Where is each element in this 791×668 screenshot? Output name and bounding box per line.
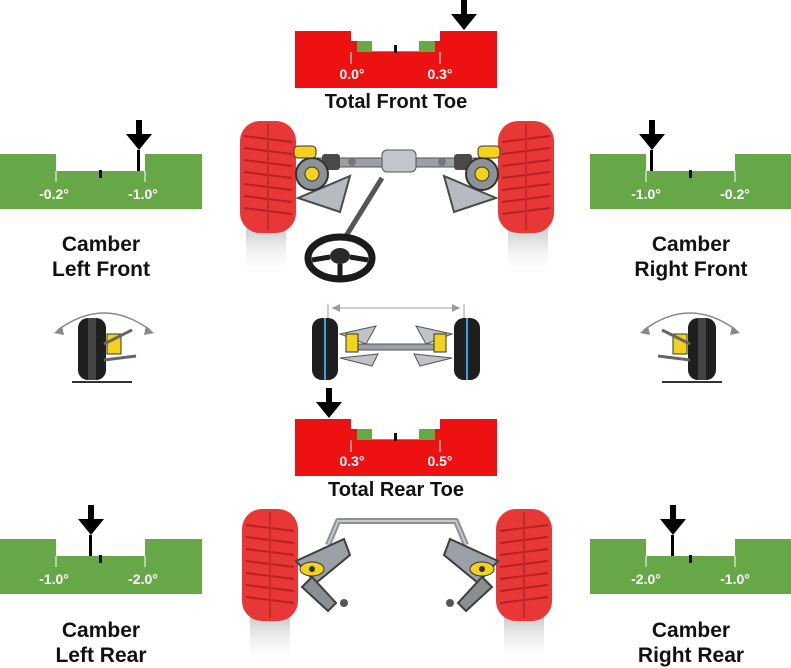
front-right-lower-arm [442,174,499,214]
steering-rack [311,149,485,173]
camber-left-rear-center-tick [99,555,102,563]
camber-right-wheel-icon [640,312,740,383]
camber-left-rear-left-label: -1.0° [39,571,69,587]
camber-right-front-gauge-body [590,154,791,209]
rear-right-control-arm [442,537,500,585]
rear-sway-bar [325,518,469,547]
camber-right-rear-indicator-arrow [660,505,686,556]
front-toe-green-range [357,41,435,52]
front-toe-min-label: 0.0° [339,66,365,82]
camber-right-front-title-line1: Camber [651,233,731,256]
camber-left-rear-gauge [0,505,202,594]
rear-toe-min-label: 0.3° [339,453,365,469]
rear-toe-gauge [295,388,497,476]
camber-left-rear-gauge-body [0,539,202,594]
rear-suspension-illustration [242,509,552,665]
axle-front-view-illustration [312,304,480,380]
camber-right-front-gauge [590,120,791,209]
rear-toe-title: Total Rear Toe [328,479,464,501]
rear-left-control-arm [294,537,352,585]
rear-right-spring [469,561,495,577]
camber-right-rear-center-tick [689,555,692,563]
camber-left-wheel-icon [54,312,154,383]
front-toe-title: Total Front Toe [324,91,468,113]
camber-left-front-left-label: -0.2° [39,186,69,202]
front-suspension-illustration [240,121,554,283]
rear-right-tire [496,509,552,621]
camber-left-front-gauge [0,120,202,209]
front-right-tire [498,121,554,233]
camber-right-rear-title-line1: Camber [651,619,731,642]
front-left-lower-arm [295,174,352,214]
camber-left-front-gauge-body [0,154,202,209]
camber-left-rear-title: Camber Left Rear [1,618,201,668]
front-toe-center-tick [394,45,397,53]
camber-right-rear-gauge-body [590,539,791,594]
camber-left-rear-right-label: -2.0° [128,571,158,587]
rear-toe-center-tick [394,433,397,441]
camber-right-front-left-label: -1.0° [631,186,661,202]
front-right-strut [465,145,501,191]
front-toe-gauge [295,0,497,88]
camber-right-rear-title: Camber Right Rear [591,618,791,668]
camber-left-rear-title-line1: Camber [61,619,141,642]
axle-left-wheel [312,318,338,380]
rear-toe-max-label: 0.5° [427,453,453,469]
camber-right-front-right-label: -0.2° [720,186,750,202]
front-toe-max-label: 0.3° [427,66,453,82]
camber-right-rear-right-label: -1.0° [720,571,750,587]
camber-left-front-right-label: -1.0° [128,186,158,202]
front-toe-gauge-body [295,31,497,88]
camber-left-front-title-line2: Left Front [52,258,150,281]
camber-left-front-indicator-arrow [126,120,152,171]
rear-toe-green-range [357,429,435,440]
camber-right-front-indicator-arrow [639,120,665,171]
axle-right-wheel [454,318,480,380]
rear-toe-gauge-body [295,419,497,476]
front-left-tire [240,121,296,233]
rear-left-spring [299,561,325,577]
camber-left-rear-title-line2: Left Rear [55,644,147,667]
front-left-strut [293,145,329,191]
camber-left-rear-indicator-arrow [78,505,104,556]
camber-left-front-title-line1: Camber [61,233,141,256]
camber-right-rear-title-line2: Right Rear [637,644,745,667]
front-toe-indicator-arrow [451,0,477,30]
steering-wheel [304,233,376,283]
camber-right-front-title: Camber Right Front [591,232,791,282]
rear-toe-indicator-arrow [316,388,342,418]
camber-right-front-title-line2: Right Front [634,258,748,281]
camber-left-front-title: Camber Left Front [1,232,201,282]
camber-right-rear-gauge [590,505,791,594]
camber-right-rear-left-label: -2.0° [631,571,661,587]
camber-right-front-center-tick [689,170,692,178]
rear-left-tire [242,509,298,621]
camber-left-front-center-tick [99,170,102,178]
